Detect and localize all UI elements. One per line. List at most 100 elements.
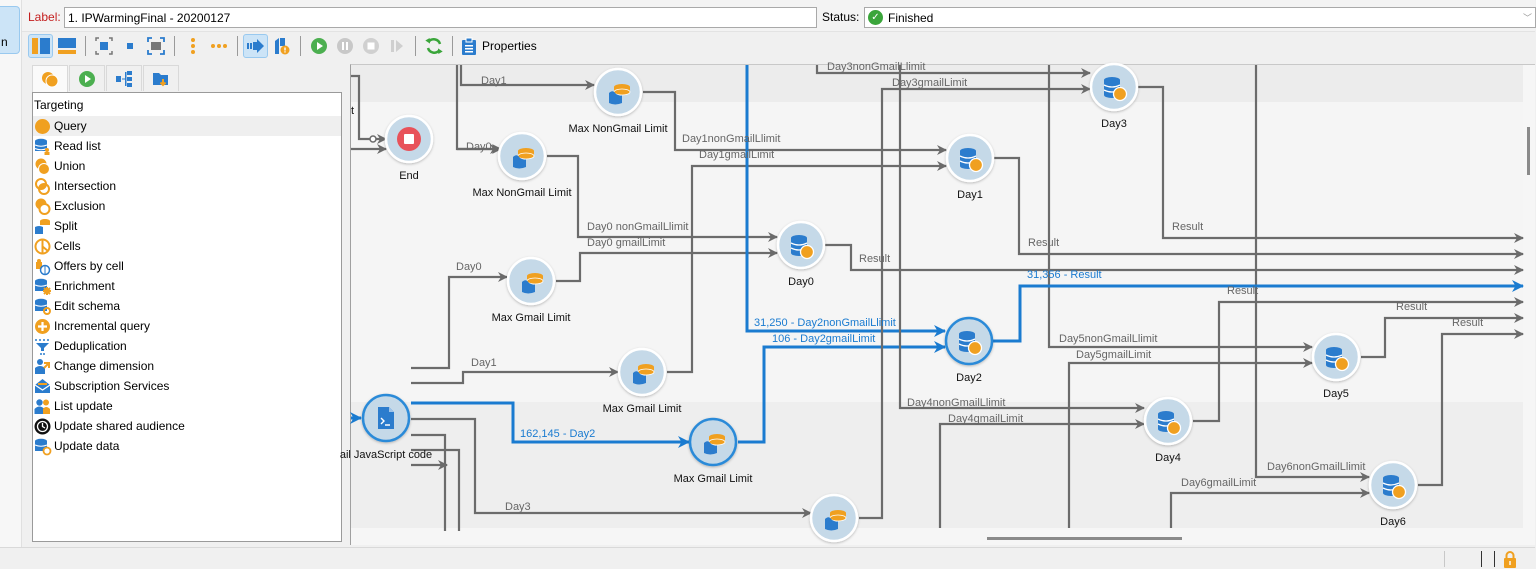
- workflow-node-max-gmail-3[interactable]: [809, 493, 859, 543]
- palette-item-update-data[interactable]: Update data: [33, 436, 341, 456]
- workflow-node-end[interactable]: End: [384, 114, 434, 182]
- transition-label: Day6gmailLimit: [1181, 477, 1256, 489]
- transition-r-day5[interactable]: [1361, 313, 1524, 359]
- workflow-node-max-gmail-0[interactable]: Max Gmail Limit: [492, 256, 571, 324]
- workflow-node-js-code[interactable]: ail JavaScript code: [340, 393, 432, 461]
- properties-button[interactable]: Properties: [458, 37, 540, 55]
- show-log-button[interactable]: [269, 34, 294, 58]
- palette-item-exclusion[interactable]: Exclusion: [33, 196, 341, 216]
- palette-item-cells[interactable]: Cells: [33, 236, 341, 256]
- zoom-fit-button[interactable]: [91, 34, 116, 58]
- horizontal-layout-button[interactable]: [54, 34, 79, 58]
- transition-t-day1-nongmaillimit[interactable]: [643, 90, 947, 155]
- palette-item-label: Split: [54, 219, 78, 233]
- transition-r-day6[interactable]: [1418, 329, 1524, 487]
- left-nav-tab[interactable]: n: [0, 6, 20, 54]
- workflow-node-day2[interactable]: Day2: [944, 316, 994, 384]
- horizontal-scrollbar[interactable]: [987, 537, 1182, 540]
- actions-tab[interactable]: [106, 65, 142, 91]
- palette-item-intersection[interactable]: Intersection: [33, 176, 341, 196]
- workflow-node-max-gmail-1[interactable]: Max Gmail Limit: [603, 347, 682, 415]
- vertical-layout-button[interactable]: [28, 34, 53, 58]
- union-icon: [1325, 347, 1350, 372]
- transition-t-day0-nongmaillimit[interactable]: [547, 154, 778, 242]
- transition-t-day2-nongmaillimit[interactable]: [745, 65, 946, 337]
- palette-item-deduplication[interactable]: Deduplication: [33, 336, 341, 356]
- transition-label: Day6nonGmailLlimit: [1267, 461, 1365, 473]
- transition-r-day4[interactable]: [1193, 297, 1524, 423]
- pause-button[interactable]: [332, 34, 357, 58]
- transition-t-day1-gmaillimit[interactable]: [667, 161, 947, 374]
- transition-t-day1-top[interactable]: [459, 65, 595, 90]
- transition-t-day0-gmaillimit[interactable]: [556, 248, 778, 283]
- transition-t-day5-gmaillimit[interactable]: [1067, 358, 1313, 528]
- palette-item-edit-schema[interactable]: Edit schema: [33, 296, 341, 316]
- palette-item-split[interactable]: Split: [33, 216, 341, 236]
- transition-t-day3-gmaillimit[interactable]: [859, 84, 1091, 520]
- transition-t-day6-nongmaillimit[interactable]: [1254, 65, 1370, 482]
- workflow-node-day0[interactable]: Day0: [776, 220, 826, 288]
- palette-item-list-update[interactable]: List update: [33, 396, 341, 416]
- vertical-scrollbar[interactable]: [1527, 127, 1530, 175]
- resume-button[interactable]: [384, 34, 409, 58]
- palette-item-read-list[interactable]: Read list: [33, 136, 341, 156]
- workflow-node-day1[interactable]: Day1: [945, 133, 995, 201]
- palette-item-union[interactable]: Union: [33, 156, 341, 176]
- palette-item-query[interactable]: Query: [33, 116, 341, 136]
- transition-t-day4-nongmaillimit[interactable]: [898, 65, 1145, 413]
- workflow-node-day3[interactable]: Day3: [1089, 62, 1139, 130]
- workflow-node-day4[interactable]: Day4: [1143, 396, 1193, 464]
- status-bar-separator: [1494, 551, 1495, 567]
- status-select[interactable]: ✓ Finished ﹀: [864, 7, 1536, 28]
- transition[interactable]: [411, 433, 447, 531]
- transition-label: Result: [1172, 221, 1203, 233]
- palette-item-change-dimension[interactable]: Change dimension: [33, 356, 341, 376]
- palette-item-incremental-query[interactable]: Incremental query: [33, 316, 341, 336]
- workflow-node-max-gmail-2[interactable]: Max Gmail Limit: [674, 417, 753, 485]
- events-tab[interactable]: [143, 65, 179, 91]
- transition-t-day2-gmaillimit[interactable]: [738, 341, 946, 444]
- workflow-node-day5[interactable]: Day5: [1311, 332, 1361, 400]
- targeting-tab[interactable]: [32, 65, 68, 92]
- transition[interactable]: [411, 448, 461, 531]
- transition-r-day2[interactable]: [993, 280, 1524, 343]
- workflow-node-max-nongmail-1[interactable]: Max NonGmail Limit: [568, 67, 668, 135]
- workflow-node-day6[interactable]: Day6: [1368, 460, 1418, 528]
- transition-t-day6-gmaillimit[interactable]: [1169, 488, 1370, 528]
- workflow-header: Label: Status: ✓ Finished ﹀: [22, 0, 1536, 32]
- show-transitions-button[interactable]: [243, 34, 268, 58]
- union-icon: [34, 158, 51, 175]
- transition-t-day1-gmail[interactable]: [411, 367, 619, 385]
- align-horizontal-button[interactable]: [206, 34, 231, 58]
- status-bar-separator: [1481, 551, 1482, 567]
- chevron-down-icon[interactable]: ﹀: [1522, 13, 1532, 23]
- transition-r-day1[interactable]: [994, 156, 1524, 259]
- palette-item-update-shared-audience[interactable]: Update shared audience: [33, 416, 341, 436]
- zoom-selection-button[interactable]: [143, 34, 168, 58]
- stop-button[interactable]: [358, 34, 383, 58]
- transition-t-day5-nongmaillimit[interactable]: [1047, 65, 1313, 352]
- transition-r-day0[interactable]: [825, 243, 1524, 275]
- flow-control-tab[interactable]: [69, 65, 105, 91]
- label-input[interactable]: [64, 7, 817, 28]
- transition-r-day3[interactable]: [1138, 85, 1524, 243]
- transition-label: Day5nonGmailLlimit: [1059, 333, 1157, 345]
- start-button[interactable]: [306, 34, 331, 58]
- transition-t-day0-gmail[interactable]: [411, 272, 508, 370]
- refresh-button[interactable]: [421, 34, 446, 58]
- transition-t-day3[interactable]: [411, 417, 812, 518]
- align-vertical-button[interactable]: [180, 34, 205, 58]
- transition-t-day4-gmaillimit[interactable]: [938, 419, 1145, 528]
- palette-item-offers-by-cell[interactable]: Offers by cell: [33, 256, 341, 276]
- workflow-node-max-nongmail-0[interactable]: Max NonGmail Limit: [472, 131, 572, 199]
- palette-item-label: Read list: [54, 139, 101, 153]
- hierarchy-icon: [116, 70, 132, 87]
- palette-item-subscription-services[interactable]: Subscription Services: [33, 376, 341, 396]
- align-horizontal-icon: [210, 44, 227, 48]
- transition-t-day3-nongmaillimit[interactable]: [815, 65, 1091, 78]
- transition-t-day2-js[interactable]: [411, 401, 690, 448]
- toolbar-separator: [300, 36, 301, 56]
- palette-item-enrichment[interactable]: Enrichment: [33, 276, 341, 296]
- normal-size-button[interactable]: [117, 34, 142, 58]
